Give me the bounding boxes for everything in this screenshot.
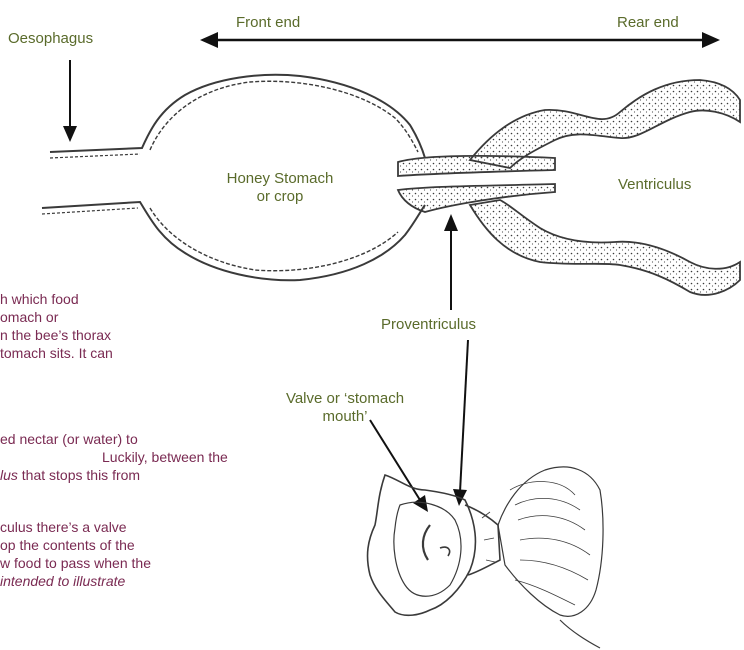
proventriculus-label: Proventriculus — [381, 316, 476, 334]
honey-stomach-label-line2: or crop — [200, 188, 360, 206]
valve-label: Valve or ‘stomach mouth’ — [250, 390, 440, 426]
valve-sketch — [368, 467, 604, 648]
body-text-italic: lus — [0, 467, 18, 483]
front-end-label: Front end — [236, 14, 300, 32]
ventriculus-label: Ventriculus — [618, 176, 691, 194]
body-text-line: culus there’s a valve — [0, 519, 127, 536]
oesophagus-label: Oesophagus — [8, 30, 93, 48]
body-text-line: Luckily, between the — [102, 449, 228, 466]
direction-arrow — [200, 32, 720, 48]
body-text-line: omach or — [0, 309, 58, 326]
body-text-line: ed nectar (or water) to — [0, 431, 138, 448]
body-text-line: lus that stops this from — [0, 467, 140, 484]
body-text-rest: that stops this from — [18, 467, 140, 483]
proventriculus-up-pointer — [444, 214, 458, 310]
body-text-line: tomach sits. It can — [0, 345, 113, 362]
valve-label-line1: Valve or ‘stomach — [250, 390, 440, 408]
proventriculus-down-pointer — [453, 340, 468, 506]
body-text-line: h which food — [0, 291, 79, 308]
honey-stomach-label: Honey Stomach or crop — [200, 170, 360, 206]
body-text-line: op the contents of the — [0, 537, 135, 554]
body-text-italic: intended to illustrate — [0, 573, 125, 589]
valve-label-line2: mouth’ — [250, 408, 440, 426]
rear-end-label: Rear end — [617, 14, 679, 32]
body-text-line: intended to illustrate — [0, 573, 125, 590]
body-text-line: n the bee’s thorax — [0, 327, 111, 344]
honey-stomach-label-line1: Honey Stomach — [200, 170, 360, 188]
oesophagus-pointer — [63, 60, 77, 142]
body-text-line: w food to pass when the — [0, 555, 151, 572]
